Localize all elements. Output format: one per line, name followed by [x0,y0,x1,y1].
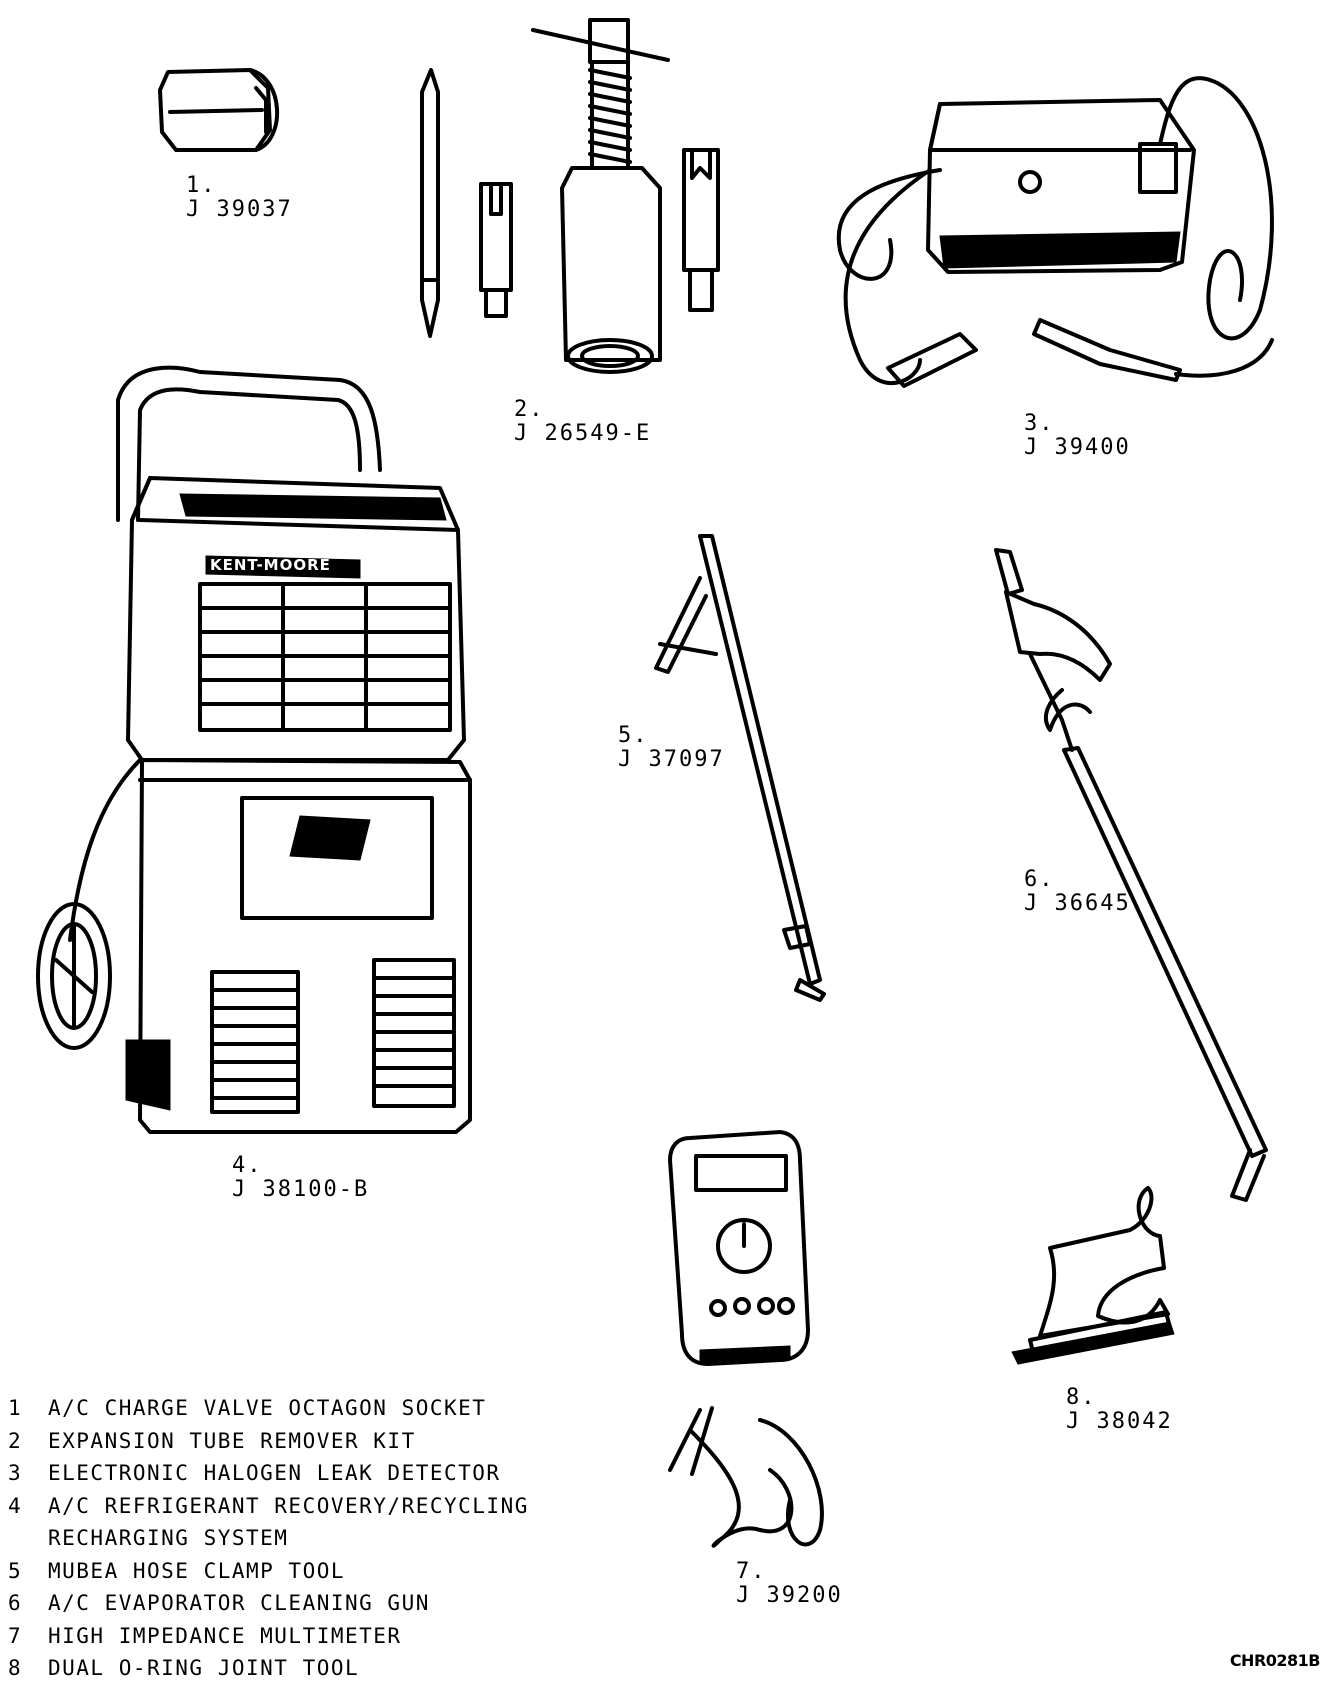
callout-number: 3. [1024,411,1055,436]
callout-number: 4. [232,1153,263,1178]
callout-1: 1.J 39037 [186,174,293,222]
callout-part-number: J 39400 [1024,435,1131,460]
brand-label: KENT-MOORE [210,556,331,574]
callout-number: 1. [186,173,217,198]
evaporator-cleaning-gun-drawing [994,548,1268,1202]
callout-number: 6. [1024,867,1055,892]
callout-number: 2. [514,397,545,422]
callout-4: 4.J 38100-B [232,1154,369,1202]
callout-5: 5.J 37097 [618,724,725,772]
leak-detector-drawing [836,76,1274,388]
expansion-tube-remover-drawing [420,18,720,374]
callout-6: 6.J 36645 [1024,868,1131,916]
callout-part-number: J 39200 [736,1583,843,1608]
callout-part-number: J 39037 [186,197,293,222]
recovery-recycling-cart-drawing [36,365,472,1134]
callout-part-number: J 26549-E [514,421,652,446]
callout-8: 8.J 38042 [1066,1386,1173,1434]
callout-number: 8. [1066,1385,1097,1410]
callout-part-number: J 38042 [1066,1409,1173,1434]
callout-number: 7. [736,1559,767,1584]
callout-7: 7.J 39200 [736,1560,843,1608]
callout-part-number: J 38100-B [232,1177,370,1202]
legend-item: RECHARGING SYSTEM [48,1526,289,1550]
octagon-socket-drawing [158,68,279,152]
o-ring-joint-tool-drawing [1011,1186,1175,1365]
figure-code: CHR0281B [1229,1651,1321,1670]
multimeter-drawing [668,1130,824,1548]
callout-3: 3.J 39400 [1024,412,1131,460]
hose-clamp-tool-drawing [654,534,826,1002]
callout-number: 5. [618,723,649,748]
callout-part-number: J 36645 [1024,891,1131,916]
callout-part-number: J 37097 [618,747,725,772]
callout-2: 2.J 26549-E [514,398,651,446]
